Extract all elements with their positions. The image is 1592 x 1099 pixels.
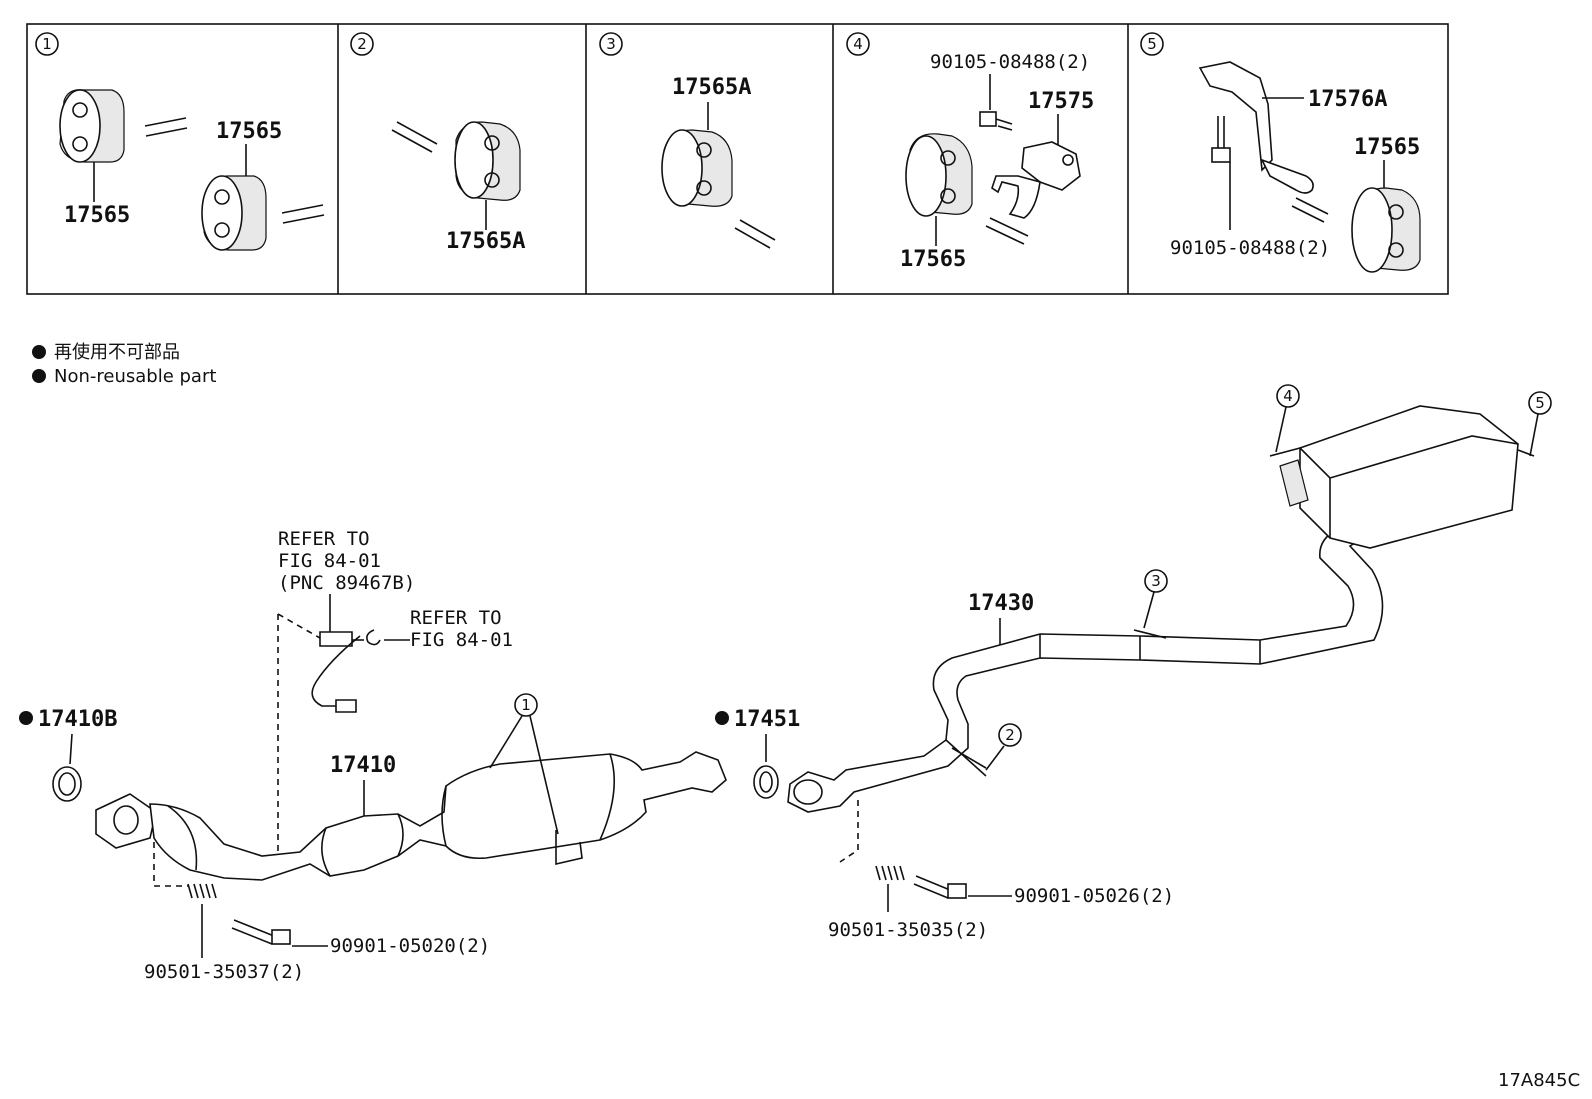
label-spring-right: 90501-35035(2) [828, 919, 988, 941]
bracket-icon [991, 141, 1081, 219]
muffler [1269, 405, 1535, 549]
gasket-17451: 17451 [715, 707, 800, 799]
panel-1-label-b: 17565 [216, 119, 282, 144]
rubber-hanger-icon [454, 121, 521, 201]
callout-3-number: 3 [1151, 572, 1161, 590]
label-17410b: 17410B [38, 707, 117, 732]
front-pipe-17410: 17410 [95, 751, 727, 887]
figure-code: 17A845C [1498, 1070, 1580, 1091]
callout-1: 1 [489, 693, 559, 835]
panel-1-label-a: 17565 [64, 203, 130, 228]
callout-2-number: 2 [1005, 726, 1015, 744]
legend-english: Non-reusable part [54, 366, 216, 387]
refer-2-line1: REFER TO [410, 607, 502, 629]
bolt-icon [231, 919, 291, 945]
panel-3: 3 17565A [599, 32, 776, 249]
right-fasteners: 90501-35035(2) 90901-05026(2) [828, 865, 1174, 941]
refer-1-line1: REFER TO [278, 528, 370, 550]
refer-1-line2: FIG 84-01 [278, 550, 381, 572]
panel-3-number: 3 [606, 35, 616, 53]
panel-3-label: 17565A [672, 75, 751, 100]
panel-4-number: 4 [853, 35, 863, 53]
panel-5-label-bolt: 90105-08488(2) [1170, 237, 1330, 259]
callout-4-number: 4 [1283, 387, 1293, 405]
spring-icon [187, 883, 217, 899]
panel-4: 4 90105-08488(2) 17575 17565 [846, 32, 1094, 272]
gasket-17410b: 17410B [19, 707, 117, 802]
panel-2: 2 17565A [350, 32, 525, 254]
panel-1-number: 1 [42, 35, 52, 53]
panel-2-label: 17565A [446, 229, 525, 254]
panel-5: 5 17576A 90105-08488(2) 17565 [1140, 32, 1421, 273]
hanger-panels [26, 23, 1449, 295]
legend-japanese: 再使用不可部品 [54, 342, 180, 363]
refer-2-line2: FIG 84-01 [410, 629, 513, 651]
panel-2-number: 2 [357, 35, 367, 53]
panel-4-label-bolt: 90105-08488(2) [930, 51, 1090, 73]
label-spring-left: 90501-35037(2) [144, 961, 304, 983]
panel-4-label-hanger: 17565 [900, 247, 966, 272]
exhaust-pipe-17430: 17430 [787, 513, 1384, 863]
callout-5-number: 5 [1535, 394, 1545, 412]
callout-1-number: 1 [521, 696, 531, 714]
bolt-icon [1211, 116, 1231, 163]
legend: 再使用不可部品 Non-reusable part [32, 342, 216, 387]
panel-5-label-hanger: 17565 [1354, 135, 1420, 160]
rubber-hanger-icon [201, 175, 267, 251]
panel-4-label-bracket: 17575 [1028, 89, 1094, 114]
rubber-hanger-icon [661, 129, 733, 207]
panel-5-label-bracket: 17576A [1308, 87, 1387, 112]
callout-5: 5 [1528, 391, 1552, 457]
label-17430: 17430 [968, 591, 1034, 616]
rubber-hanger-icon [905, 133, 973, 217]
label-17451: 17451 [734, 707, 800, 732]
callout-4: 4 [1275, 384, 1300, 453]
rubber-hanger-icon [59, 89, 125, 163]
clip-icon [366, 629, 381, 646]
left-fasteners: 90501-35037(2) 90901-05020(2) [144, 883, 490, 983]
oxygen-sensor: REFER TO FIG 84-01 (PNC 89467B) REFER TO… [277, 528, 513, 860]
bolt-icon [979, 111, 1013, 131]
label-bolt-left: 90901-05020(2) [330, 935, 490, 957]
refer-1-line3: (PNC 89467B) [278, 572, 415, 594]
panel-5-number: 5 [1147, 35, 1157, 53]
label-17410: 17410 [330, 753, 396, 778]
spring-icon [875, 865, 905, 881]
bracket-icon [1198, 61, 1314, 194]
panel-1: 1 17565 17565 [35, 32, 325, 251]
callout-3: 3 [1133, 569, 1168, 639]
rubber-hanger-icon [1351, 187, 1421, 273]
bolt-icon [913, 875, 967, 899]
callout-2: 2 [985, 723, 1022, 771]
label-bolt-right: 90901-05026(2) [1014, 885, 1174, 907]
